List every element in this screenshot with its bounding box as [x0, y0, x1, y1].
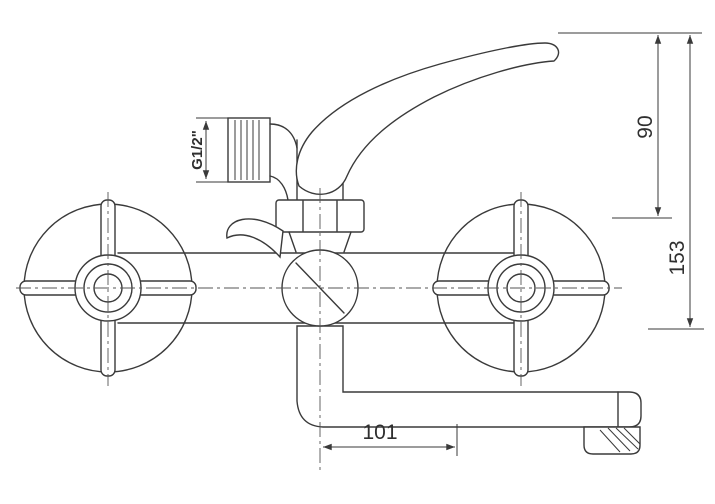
dim-label-thread: G1/2": [189, 130, 206, 170]
dimension-horizontal-group: 101: [323, 421, 458, 456]
dimension-vertical-group: 90 153: [558, 32, 704, 330]
nut-to-knob-taper: [288, 231, 352, 253]
lever-handle: [295, 42, 560, 195]
diverter-pull: [226, 218, 284, 259]
spout: [296, 325, 642, 428]
centerlines: [16, 188, 622, 470]
aerator: [583, 426, 641, 455]
dim-label-90: 90: [634, 115, 657, 138]
dim-label-101: 101: [362, 421, 397, 444]
outlet-elbow: [269, 123, 298, 149]
shower-outlet-thread: [227, 117, 298, 201]
dimension-thread: G1/2": [189, 117, 230, 183]
dim-label-153: 153: [666, 240, 689, 275]
